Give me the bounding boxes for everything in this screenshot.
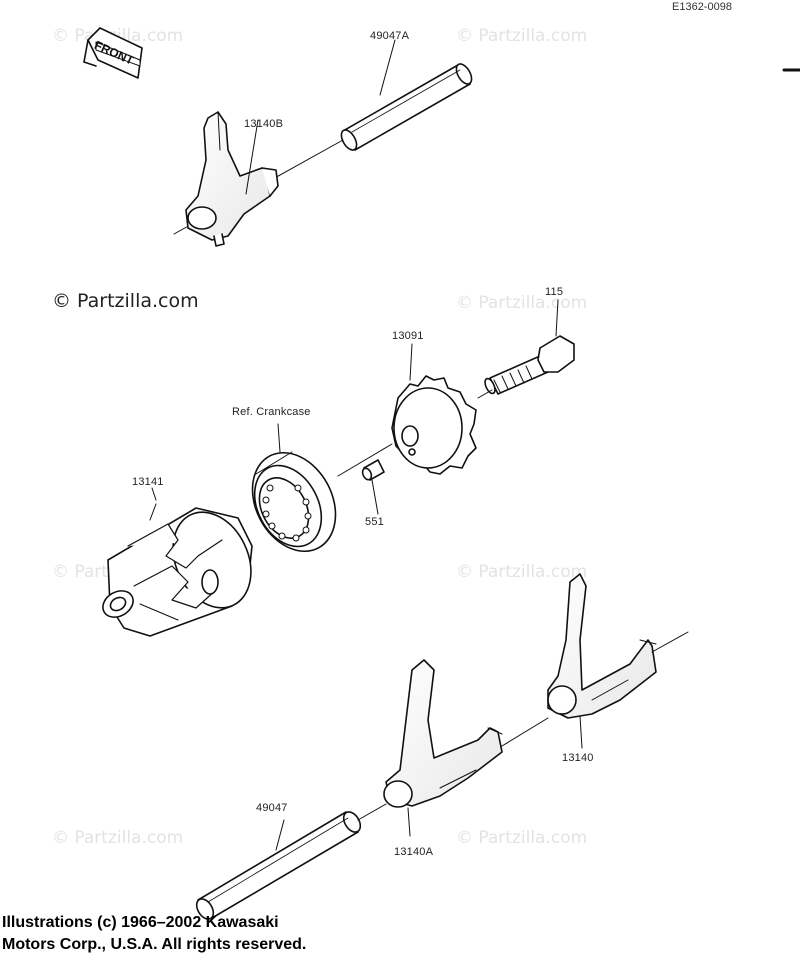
part-label-115[interactable]: 115 [545, 286, 564, 298]
part-label-13141[interactable]: 13141 [132, 476, 164, 488]
footer-notice: Illustrations (c) 1966–2002 Kawasaki Mot… [2, 912, 306, 956]
part-label-13140[interactable]: 13140 [562, 752, 594, 764]
watermark: © Partzilla.com [456, 293, 588, 313]
watermark: © Partzilla.com [52, 828, 184, 848]
bolt-115 [484, 299, 575, 395]
part-label-13140A[interactable]: 13140A [394, 846, 434, 858]
pin-551 [361, 459, 385, 515]
bearing-ref-crankcase [251, 423, 337, 553]
rod-49047 [195, 803, 387, 920]
part-label-13140B[interactable]: 13140B [244, 118, 284, 130]
shift-drum-13141 [102, 487, 253, 637]
part-label-49047A[interactable]: 49047A [370, 30, 410, 42]
fork-13140A [383, 659, 549, 837]
fork-13140 [547, 573, 689, 749]
fork-13140B [185, 111, 279, 247]
front-arrow-icon [83, 27, 143, 79]
copyright-partzilla: © Partzilla.com [52, 290, 199, 312]
part-label-ref-crankcase[interactable]: Ref. Crankcase [232, 406, 311, 418]
cam-plate-13091 [391, 343, 477, 475]
footer-line-2: Motors Corp., U.S.A. All rights reserved… [2, 936, 307, 953]
diagram-code: E1362-0098 [672, 1, 732, 13]
watermark: © Partzilla.com [456, 26, 588, 46]
rod-49047A [340, 63, 473, 151]
watermark: © Partzilla.com [456, 562, 588, 582]
watermark: © Partzilla.com [456, 828, 588, 848]
part-label-49047[interactable]: 49047 [256, 802, 288, 814]
part-label-551[interactable]: 551 [365, 516, 384, 528]
part-label-13091[interactable]: 13091 [392, 330, 424, 342]
footer-line-1: Illustrations (c) 1966–2002 Kawasaki [2, 914, 279, 931]
